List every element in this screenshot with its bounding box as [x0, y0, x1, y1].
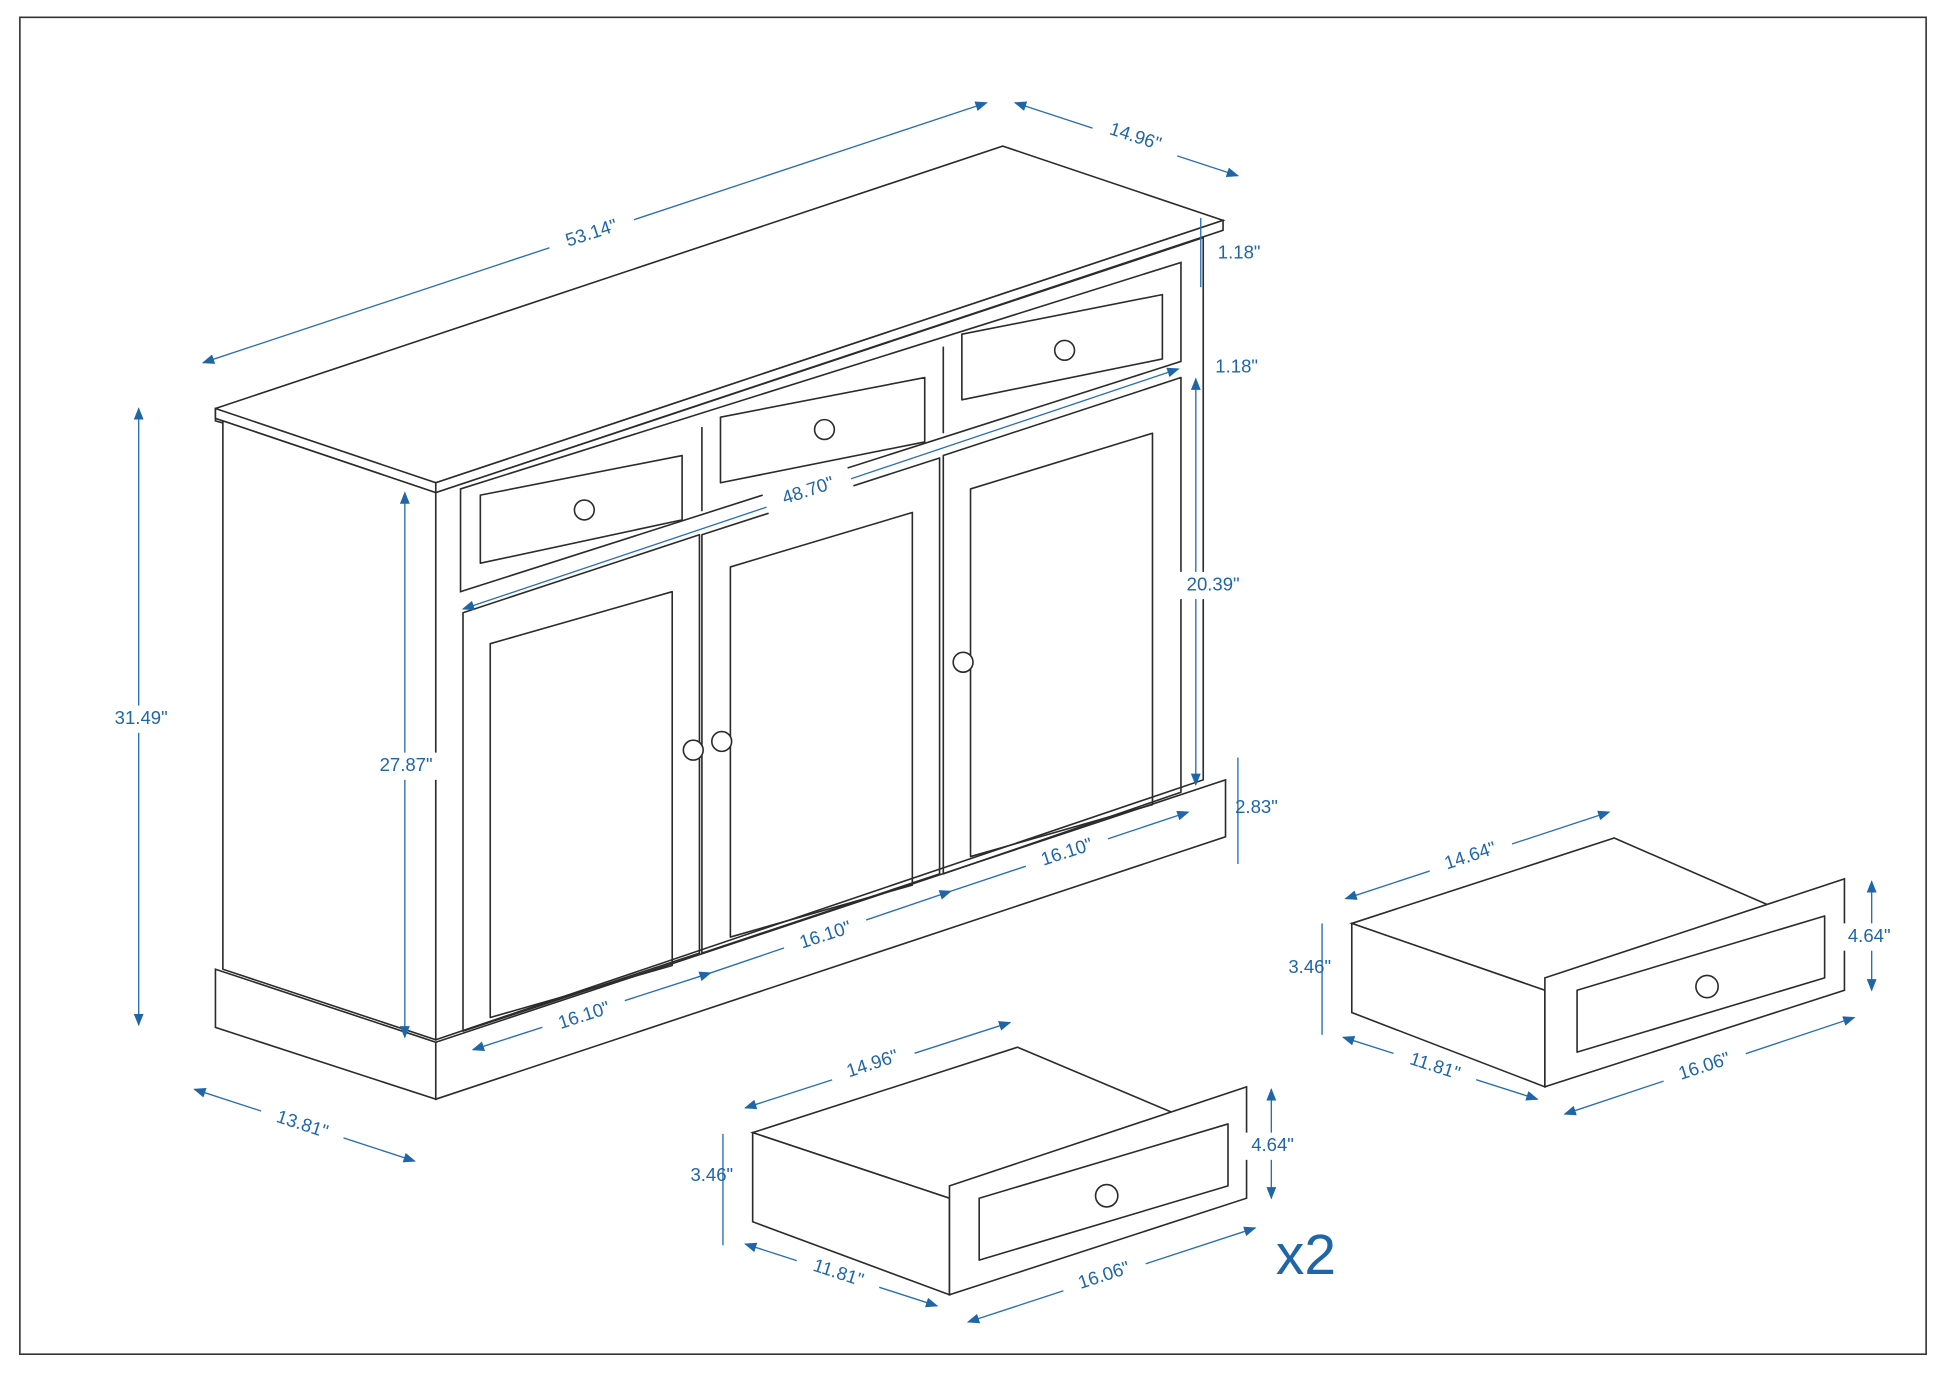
rail-thickness-label: 1.18": [1215, 356, 1258, 377]
drawer-quantity-label: x2: [1276, 1223, 1336, 1287]
base-height-label: 2.83": [1235, 796, 1278, 817]
cabinet-drawing: [214, 145, 1227, 1101]
top-thickness-label: 1.18": [1218, 242, 1261, 263]
door-height-label: 20.39": [1187, 573, 1240, 594]
total-height-label: 31.49": [115, 707, 168, 728]
inner-height-label: 27.87": [380, 754, 433, 775]
drawer-single-drawing: [1349, 837, 1846, 1088]
drawer-single-side-height-label: 3.46": [1288, 956, 1331, 977]
drawer-double-front-height-label: 4.64": [1251, 1134, 1294, 1155]
border-frame: [19, 16, 1927, 1355]
drawer-single-front-height-label: 4.64": [1848, 925, 1891, 946]
drawer-double-side-height-label: 3.46": [690, 1164, 733, 1185]
